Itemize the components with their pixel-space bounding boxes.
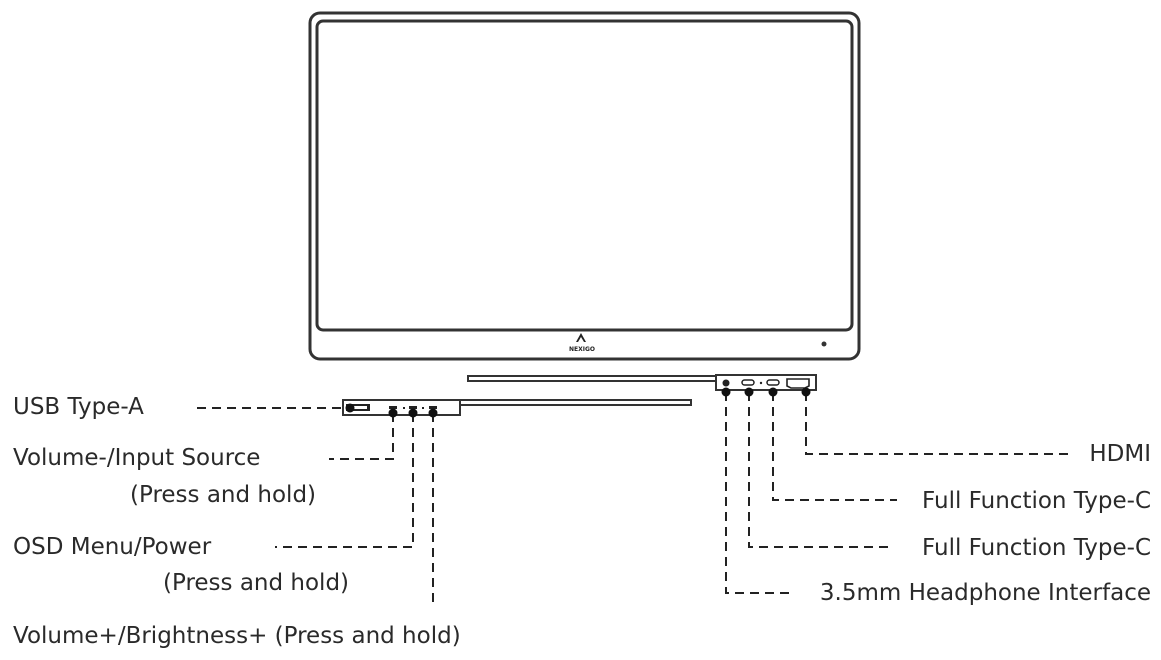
leader-volume-minus: [329, 413, 394, 460]
monitor-bezel: [308, 11, 861, 361]
label-volume-minus: Volume-/Input Source: [13, 445, 261, 471]
label-headphone: 3.5mm Headphone Interface: [819, 580, 1151, 606]
label-volume-minus-hold: (Press and hold): [130, 482, 317, 508]
button-icon: [409, 406, 417, 409]
power-indicator-dot: [821, 341, 827, 347]
leader-type-c-2: [748, 392, 890, 548]
label-type-c-2: Full Function Type-C: [922, 535, 1151, 561]
brand-logo-icon: [576, 333, 586, 342]
headphone-jack-icon: [722, 379, 730, 387]
leader-type-c-1: [772, 392, 897, 501]
label-osd-menu: OSD Menu/Power: [13, 534, 212, 560]
leader-hdmi: [805, 392, 1074, 455]
monitor-screen: [315, 19, 854, 332]
right-side-profile: [467, 374, 817, 391]
type-c-port-icon: [766, 379, 780, 386]
leader-osd-menu: [275, 413, 414, 548]
hdmi-port-icon: [786, 378, 810, 389]
type-c-port-icon: [741, 379, 755, 386]
button-icon: [429, 406, 437, 409]
label-osd-menu-hold: (Press and hold): [163, 570, 350, 596]
left-side-profile: [342, 399, 692, 416]
button-icon: [389, 406, 397, 409]
label-volume-plus: Volume+/Brightness+ (Press and hold): [13, 623, 461, 649]
label-type-c-1: Full Function Type-C: [922, 488, 1151, 514]
label-hdmi: HDMI: [1089, 441, 1151, 467]
monitor-front: NEXIGO: [308, 11, 861, 361]
leader-dots: [345, 387, 811, 418]
label-usb-type-a: USB Type-A: [13, 394, 144, 420]
brand-logo-text: NEXIGO: [569, 346, 595, 353]
leader-headphone: [725, 392, 795, 594]
leader-lines: [197, 392, 1074, 605]
